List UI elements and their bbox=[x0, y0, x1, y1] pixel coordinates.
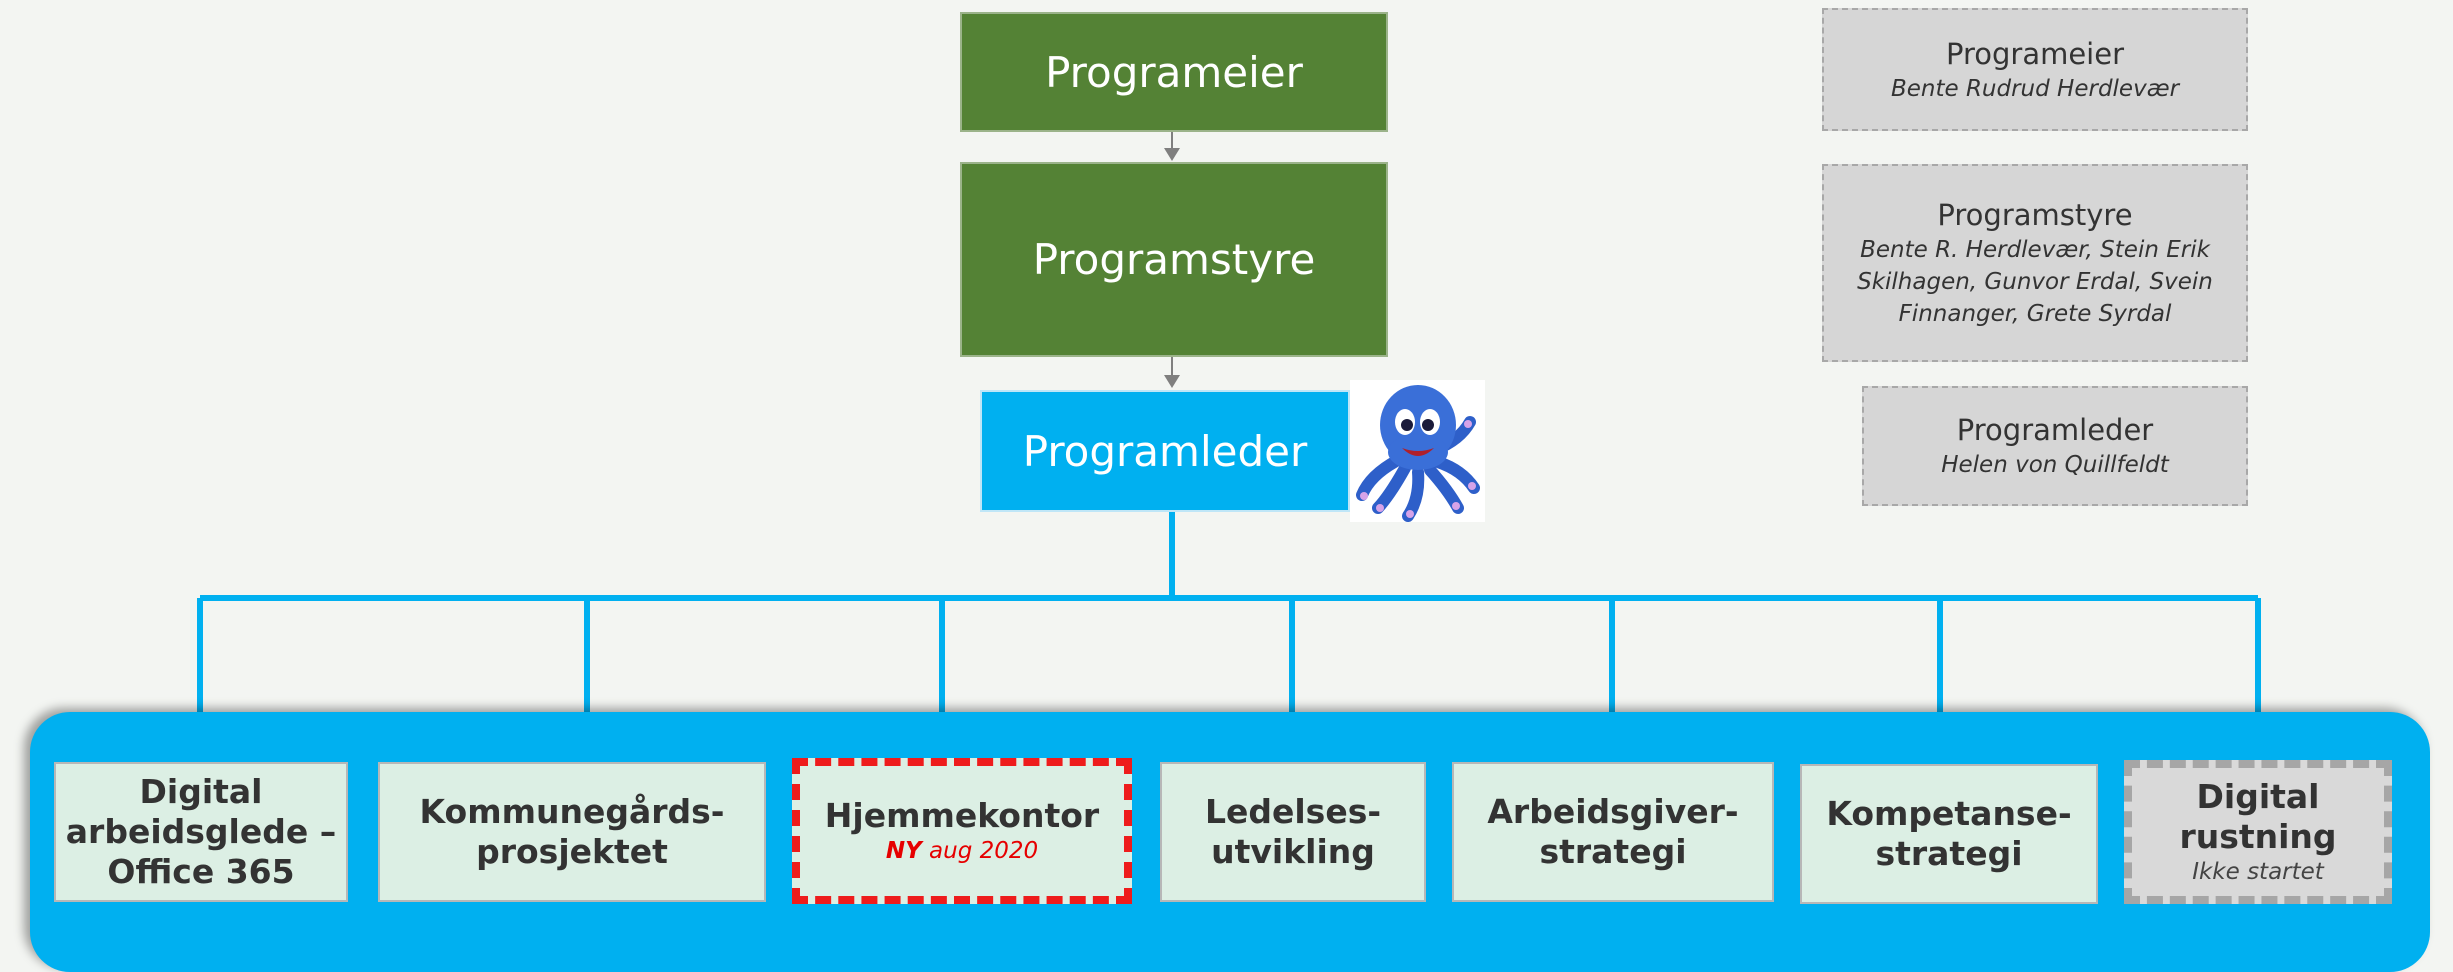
project-digital-arbeidsglede-line2: arbeidsglede – bbox=[65, 812, 337, 851]
project-hjemmekontor-new-badge: NY aug 2020 bbox=[886, 836, 1038, 866]
info-programeier-box: Programeier Bente Rudrud Herdlevær bbox=[1822, 8, 2248, 131]
project-kommunegards: Kommunegårds- prosjektet bbox=[378, 762, 766, 902]
project-digital-arbeidsglede-line3: Office 365 bbox=[107, 852, 295, 891]
project-ledelsesutvikling-line2: utvikling bbox=[1211, 832, 1375, 871]
project-ledelsesutvikling-line1: Ledelses- bbox=[1204, 792, 1382, 831]
info-programeier-title: Programeier bbox=[1945, 36, 2125, 71]
info-programstyre-names-line2: Skilhagen, Gunvor Erdal, Svein bbox=[1857, 269, 2213, 295]
project-arbeidsgiverstrategi-line2: strategi bbox=[1539, 832, 1687, 871]
info-programstyre-title: Programstyre bbox=[1937, 198, 2133, 232]
project-digital-rustning-status: Ikke startet bbox=[2192, 859, 2324, 885]
project-kompetansestrategi-line1: Kompetanse- bbox=[1826, 794, 2072, 833]
info-programleder-name: Helen von Quillfeldt bbox=[1941, 452, 2169, 478]
programstyre-label: Programstyre bbox=[1032, 235, 1316, 284]
project-kommunegards-line1: Kommunegårds- bbox=[419, 792, 725, 831]
info-programstyre-names-line1: Bente R. Herdlevær, Stein Erik bbox=[1860, 237, 2210, 263]
new-date: aug 2020 bbox=[929, 838, 1039, 864]
project-digital-rustning-line1: Digital bbox=[2196, 777, 2320, 816]
project-digital-arbeidsglede: Digital arbeidsglede – Office 365 bbox=[54, 762, 348, 902]
project-kompetansestrategi-line2: strategi bbox=[1875, 834, 2023, 873]
project-hjemmekontor-title: Hjemmekontor bbox=[824, 796, 1100, 835]
project-kompetansestrategi: Kompetanse- strategi bbox=[1800, 764, 2098, 904]
programeier-label: Programeier bbox=[1045, 47, 1303, 97]
project-arbeidsgiverstrategi-line1: Arbeidsgiver- bbox=[1487, 792, 1739, 831]
info-programleder-box: Programleder Helen von Quillfeldt bbox=[1862, 386, 2248, 506]
programleder-box: Programleder bbox=[980, 390, 1350, 512]
project-digital-rustning: Digital rustning Ikke startet bbox=[2124, 760, 2392, 904]
project-hjemmekontor: Hjemmekontor NY aug 2020 bbox=[792, 758, 1132, 904]
project-digital-rustning-line2: rustning bbox=[2179, 817, 2337, 856]
octopus-mascot-image bbox=[1350, 380, 1485, 522]
info-programstyre-names-line3: Finnanger, Grete Syrdal bbox=[1898, 301, 2172, 327]
programeier-box: Programeier bbox=[960, 12, 1388, 132]
programstyre-box: Programstyre bbox=[960, 162, 1388, 357]
project-kommunegards-line2: prosjektet bbox=[476, 832, 668, 871]
info-programleder-title: Programleder bbox=[1956, 413, 2154, 447]
project-ledelsesutvikling: Ledelses- utvikling bbox=[1160, 762, 1426, 902]
info-programstyre-box: Programstyre Bente R. Herdlevær, Stein E… bbox=[1822, 164, 2248, 362]
project-arbeidsgiverstrategi: Arbeidsgiver- strategi bbox=[1452, 762, 1774, 902]
new-label: NY bbox=[885, 838, 922, 864]
info-programeier-name: Bente Rudrud Herdlevær bbox=[1890, 75, 2180, 102]
project-digital-arbeidsglede-line1: Digital bbox=[139, 772, 263, 811]
programleder-label: Programleder bbox=[1022, 426, 1308, 476]
